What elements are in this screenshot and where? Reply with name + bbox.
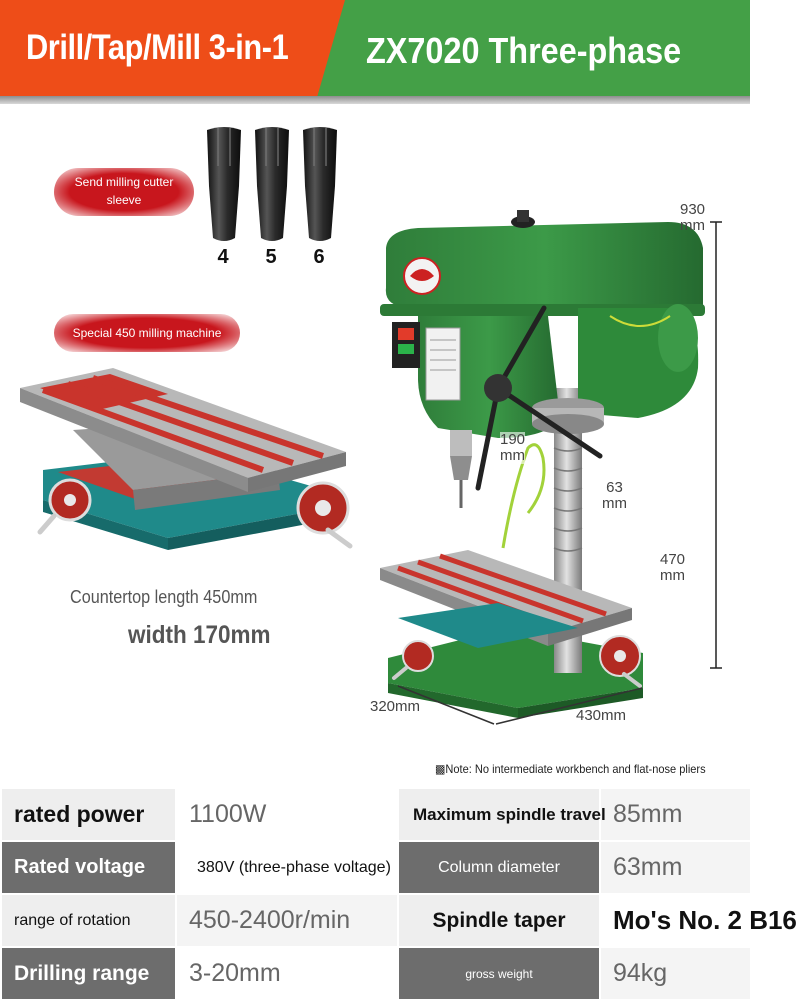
sleeve-tag: Send milling cutter sleeve (54, 168, 194, 216)
column-diameter-value: 63 (606, 479, 623, 496)
table-row: Rated voltage 380V (three-phase voltage)… (0, 840, 752, 895)
overall-height-unit: mm (680, 217, 706, 234)
table-height-dimension: 470 mm (660, 552, 685, 584)
base-depth-dimension: 320mm (370, 698, 421, 715)
spindle-distance-unit: mm (500, 447, 526, 464)
spec-value: Mo's No. 2 B16 (599, 893, 797, 948)
spec-label: Drilling range (0, 946, 177, 1001)
column-diameter-dimension: 63 mm (602, 480, 627, 512)
header-banner: Drill/Tap/Mill 3-in-1 ZX7020 Three-phase (0, 0, 750, 96)
milling-sleeve-4 (207, 127, 241, 241)
banner-left-title: Drill/Tap/Mill 3-in-1 (26, 28, 289, 67)
banner-right-title: ZX7020 Three-phase (366, 30, 682, 71)
sleeve-size-5: 5 (265, 246, 277, 268)
table-height-unit: mm (660, 567, 686, 584)
sleeve-tag-line1: Send milling cutter (74, 175, 174, 189)
spec-value: 85mm (599, 787, 752, 842)
spec-label: Maximum spindle travel (397, 787, 606, 842)
base-width-dimension: 430mm (576, 707, 627, 724)
table-height-value: 470 (660, 551, 686, 568)
spindle-distance-value: 190 (500, 431, 526, 448)
table-row: range of rotation 450-2400r/min Spindle … (0, 893, 797, 948)
spec-label: Rated voltage (0, 840, 177, 895)
table-row: Drilling range 3-20mm gross weight 94kg (0, 946, 752, 1001)
milling-sleeve-6 (303, 127, 337, 241)
spindle-distance-dimension: 190 mm (500, 431, 526, 464)
countertop-width: width 170mm (128, 621, 271, 649)
width-dimension-line (495, 687, 643, 725)
overall-height-dimension: 930 mm (680, 202, 705, 234)
spec-value: 1100W (175, 787, 399, 842)
sleeve-size-6: 6 (313, 246, 325, 268)
banner-shadow (0, 96, 750, 104)
spec-label: gross weight (397, 946, 601, 1001)
drill-press-image (380, 210, 705, 718)
accessory-note: ▩Note: No intermediate workbench and fla… (435, 762, 706, 776)
countertop-length: Countertop length 450mm (70, 587, 258, 607)
milling-table-tag: Special 450 milling machine (54, 314, 240, 352)
spec-value: 63mm (599, 840, 752, 895)
spec-value: 94kg (599, 946, 752, 1001)
height-dimension-line (710, 221, 722, 669)
spec-value: 380V (three-phase voltage) (175, 840, 399, 895)
spec-label: Spindle taper (397, 893, 601, 948)
milling-sleeve-5 (255, 127, 289, 241)
cross-slide-table-image (20, 368, 353, 550)
spec-value: 450-2400r/min (175, 893, 399, 948)
spec-value: 3-20mm (175, 946, 399, 1001)
spec-label: rated power (0, 787, 177, 842)
sleeve-tag-line2: sleeve (106, 193, 142, 207)
depth-dimension-line (397, 685, 495, 725)
sleeve-size-4: 4 (217, 246, 229, 268)
spec-table: rated power 1100W Maximum spindle travel… (0, 787, 797, 1001)
overall-height-value: 930 (680, 201, 706, 218)
banner-left-panel: Drill/Tap/Mill 3-in-1 (0, 0, 345, 96)
table-row: rated power 1100W Maximum spindle travel… (0, 787, 752, 842)
spec-label: range of rotation (0, 893, 177, 948)
column-diameter-unit: mm (602, 495, 627, 512)
spec-label: Column diameter (397, 840, 601, 895)
